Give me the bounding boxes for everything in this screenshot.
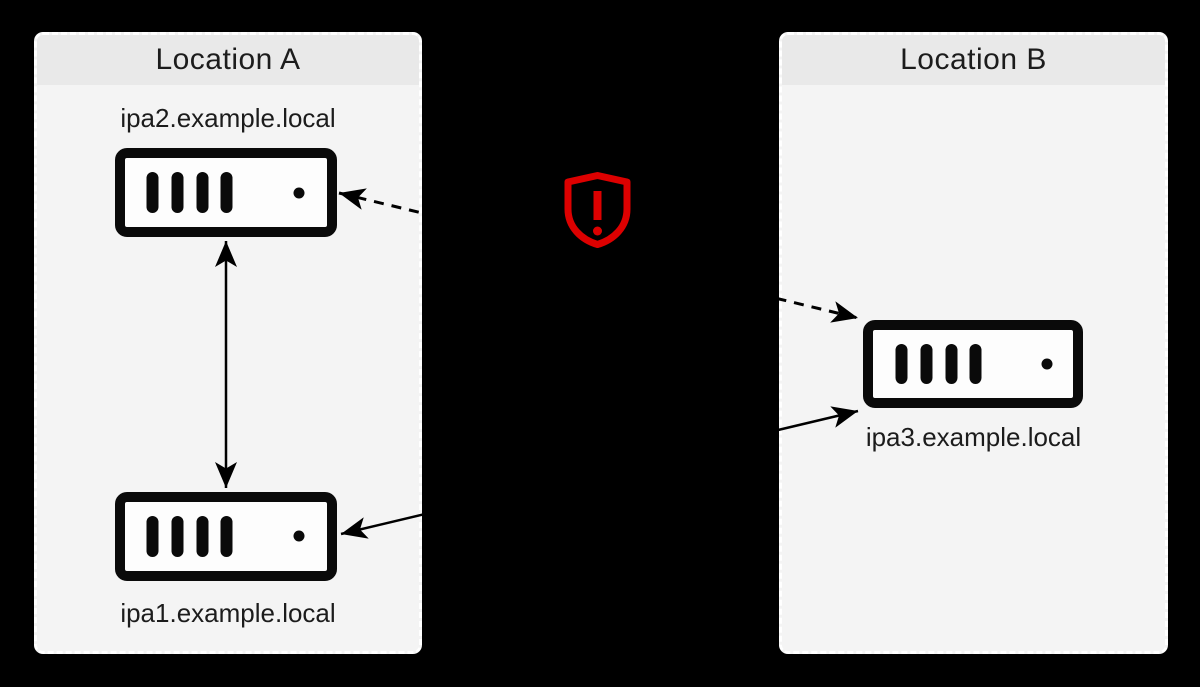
- server-label-ipa3: ipa3.example.local: [865, 422, 1082, 452]
- location-b-header: Location B: [782, 35, 1165, 85]
- warning-shield-icon: [564, 172, 631, 248]
- server-label-ipa1: ipa1.example.local: [120, 598, 336, 628]
- server-label-ipa2: ipa2.example.local: [120, 103, 336, 133]
- location-a-title: Location A: [155, 43, 301, 76]
- location-a-header: Location A: [37, 35, 419, 85]
- location-b-title: Location B: [900, 43, 1047, 76]
- location-b-box: Location B: [779, 32, 1168, 654]
